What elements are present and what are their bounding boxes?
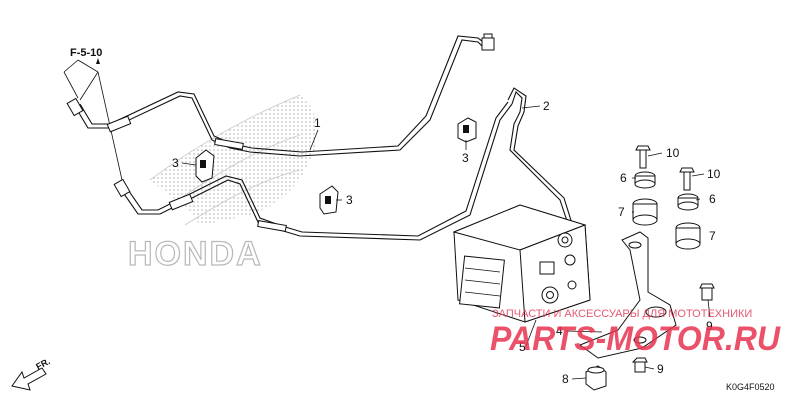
callouts: 1 2 3 3 3 4 5 6 6 7 7 8 9 9 10 10: [172, 99, 721, 386]
brake-pipe-hook: [507, 87, 575, 231]
callout-6-b: 6: [709, 192, 716, 206]
nut-a: [699, 283, 715, 301]
callout-2: 2: [543, 99, 550, 113]
callout-10-a: 10: [666, 146, 680, 160]
front-indicator-label: FR.: [34, 356, 51, 372]
nut-b: [631, 357, 648, 373]
watermark-site: PARTS-MOTOR.RU: [490, 320, 781, 358]
callout-3-a: 3: [172, 156, 179, 170]
mount-set-left: [632, 145, 658, 226]
abs-bracket: [578, 231, 677, 359]
callout-9-b: 9: [657, 362, 664, 376]
watermark-shop-line: ЗАПЧАСТИ И АКСЕССУАРЫ ДЛЯ МОТОТЕХНИКИ: [492, 308, 752, 320]
callout-5: 5: [519, 340, 526, 354]
honda-wing-logo: HONDA: [127, 94, 318, 274]
callout-3-c: 3: [462, 151, 469, 165]
pipe-clamp-c: [457, 117, 477, 143]
callout-7-b: 7: [709, 229, 716, 243]
brake-pipe-1: [66, 33, 495, 157]
pipe-clamp-a: [195, 149, 215, 183]
callout-7-a: 7: [618, 205, 625, 219]
callout-6-a: 6: [620, 171, 627, 185]
leader-lines: [181, 105, 711, 380]
abs-modulator: [452, 204, 591, 323]
brake-pipe-2: [113, 101, 513, 241]
mount-set-right: [675, 167, 701, 250]
callout-3-b: 3: [346, 193, 353, 207]
shop-watermark: ЗАПЧАСТИ И АКСЕССУАРЫ ДЛЯ МОТОТЕХНИКИ PA…: [490, 308, 781, 358]
reference-label: F-5-10: [70, 47, 102, 59]
front-direction-arrow: FR.: [11, 356, 52, 391]
callout-8: 8: [562, 372, 569, 386]
grommet-clip: [585, 365, 607, 391]
pipe-clamp-b: [319, 185, 339, 215]
honda-wordmark: HONDA: [128, 235, 263, 273]
callout-1: 1: [314, 116, 321, 130]
figure-code: K0G4F0520: [726, 382, 775, 392]
callout-10-b: 10: [707, 167, 721, 181]
callout-9-a: 9: [706, 319, 713, 333]
callout-4: 4: [556, 324, 563, 338]
